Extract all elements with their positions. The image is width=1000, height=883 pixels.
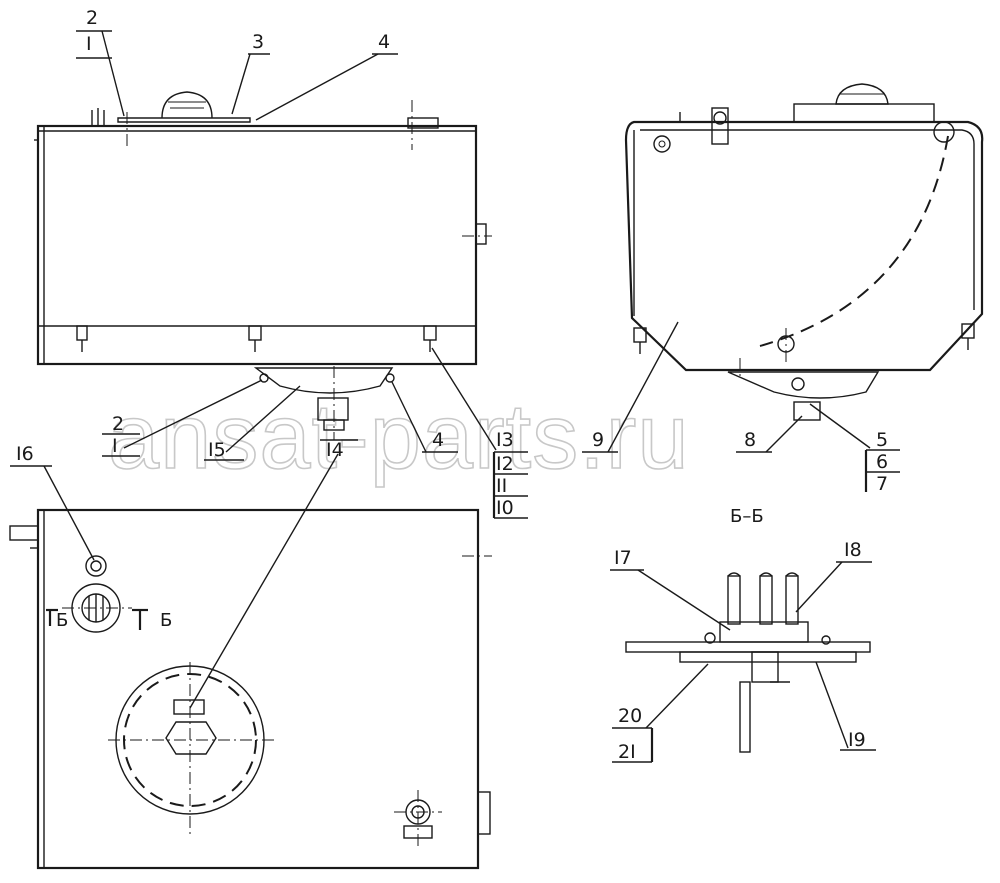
callout-9: 9 <box>592 429 604 451</box>
callout-10: I0 <box>496 497 514 519</box>
callout-1-lower: I <box>112 435 118 457</box>
callout-17: I7 <box>614 547 632 569</box>
mounting-bolt <box>423 325 437 352</box>
callout-1: I <box>86 33 92 55</box>
callout-21: 2I <box>618 741 636 763</box>
callout-4: 4 <box>378 31 390 53</box>
callout-11: II <box>496 475 507 497</box>
section-mark-left: Б <box>56 610 68 631</box>
callout-13: I3 <box>496 429 514 451</box>
section-title: Б–Б <box>730 506 764 527</box>
side-view-callouts: 9 8 5 6 7 <box>582 321 900 495</box>
callout-16: I6 <box>16 443 34 465</box>
plan-view-callouts: I6 Б Б <box>10 443 339 709</box>
callout-5: 5 <box>876 429 888 451</box>
callout-2: 2 <box>86 7 98 29</box>
callout-6: 6 <box>876 451 888 473</box>
callout-12: I2 <box>496 453 514 475</box>
side-view <box>624 83 984 421</box>
callout-19: I9 <box>848 729 866 751</box>
callout-3: 3 <box>252 31 264 53</box>
callout-14: I4 <box>326 439 344 461</box>
section-callouts: I7 I8 20 2I I9 <box>610 539 876 763</box>
callout-18: I8 <box>844 539 862 561</box>
callout-15: I5 <box>208 439 226 461</box>
mounting-bolt <box>76 325 88 352</box>
plan-view <box>9 508 492 870</box>
front-view-callouts: 2 I 3 4 2 I I5 I4 4 I3 I2 II I0 <box>76 7 528 519</box>
callout-20: 20 <box>618 705 642 727</box>
section-view <box>625 572 871 753</box>
callout-7: 7 <box>876 473 888 495</box>
callout-2-lower: 2 <box>112 413 124 435</box>
mounting-bolt <box>248 325 262 352</box>
callout-8: 8 <box>744 429 756 451</box>
section-mark-right: Б <box>160 610 172 631</box>
front-view <box>34 91 492 440</box>
callout-4-lower: 4 <box>432 429 444 451</box>
watermark-text: ansat-parts.ru <box>108 386 690 488</box>
